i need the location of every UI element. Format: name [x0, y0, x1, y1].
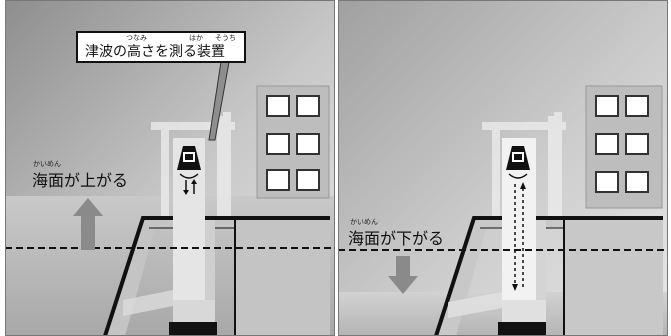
panel-left-svg: かいめん 海面が上がる つなみ はか そうち 津波の高さを測る装置 — [5, 0, 335, 336]
building — [585, 85, 663, 209]
gauge-base — [169, 322, 217, 336]
callout-device-title: つなみ はか そうち 津波の高さを測る装置 — [76, 31, 246, 63]
panel-sea-level-rising: かいめん 海面が上がる つなみ はか そうち 津波の高さを測る装置 — [5, 0, 335, 336]
title-ruby-tsunami: つなみ — [126, 34, 147, 42]
device-title: 津波の高さを測る装置 — [85, 43, 225, 60]
gauge-frame — [151, 112, 235, 220]
gauge-frame — [482, 112, 566, 220]
tsunami-gauge-sensor-icon — [177, 146, 201, 195]
sea-level-up-arrow-icon — [73, 198, 103, 250]
tsunami-gauge-sensor-icon — [506, 146, 530, 291]
panel-right-svg: かいめん 海面が下がる — [338, 0, 668, 336]
title-ruby-hakaru: はか — [189, 34, 203, 42]
panel-sea-level-falling: かいめん 海面が下がる — [338, 0, 668, 336]
sea-level-down-arrow-icon — [388, 256, 418, 294]
label-sea-level-falling: 海面が下がる — [348, 229, 444, 248]
label-falling-ruby: かいめん — [350, 218, 378, 226]
gauge-base — [498, 322, 546, 336]
label-sea-level-rising: 海面が上がる — [32, 171, 128, 190]
label-rising-ruby: かいめん — [33, 160, 61, 168]
title-ruby-souchi: そうち — [215, 34, 236, 42]
building — [256, 85, 330, 199]
